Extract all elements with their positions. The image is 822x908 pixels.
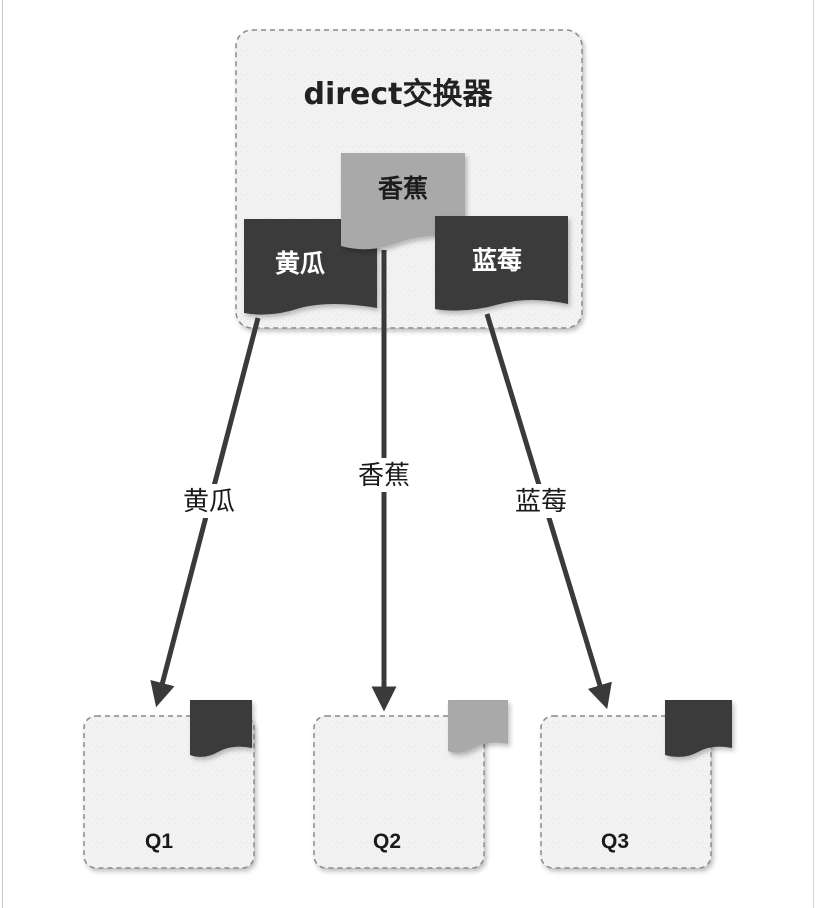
- queue-label: Q1: [145, 830, 173, 853]
- route-label-q2: 香蕉: [358, 461, 410, 491]
- message-banana: 香蕉: [341, 153, 465, 250]
- message-label: 蓝莓: [472, 246, 522, 275]
- route-label-q3: 蓝莓: [515, 487, 567, 517]
- route-label-q1: 黄瓜: [183, 487, 235, 517]
- route-labels: 黄瓜 香蕉 蓝莓: [176, 458, 574, 518]
- message-blueberry: 蓝莓: [435, 216, 568, 311]
- queue-label: Q2: [373, 830, 401, 853]
- queue-label: Q3: [601, 830, 629, 853]
- queued-message-icon: [448, 700, 508, 753]
- queued-message-icon: [190, 700, 252, 757]
- queued-message-icon: [665, 700, 732, 757]
- message-label: 黄瓜: [275, 249, 325, 278]
- queue-q1: Q1: [83, 700, 255, 869]
- exchange-title: direct交换器: [303, 77, 493, 112]
- page-edge-left: [2, 0, 3, 908]
- page-edge-right: [813, 0, 814, 908]
- queue-q2: Q2: [313, 700, 508, 869]
- message-label: 香蕉: [378, 174, 428, 203]
- queue-q3: Q3: [540, 700, 732, 869]
